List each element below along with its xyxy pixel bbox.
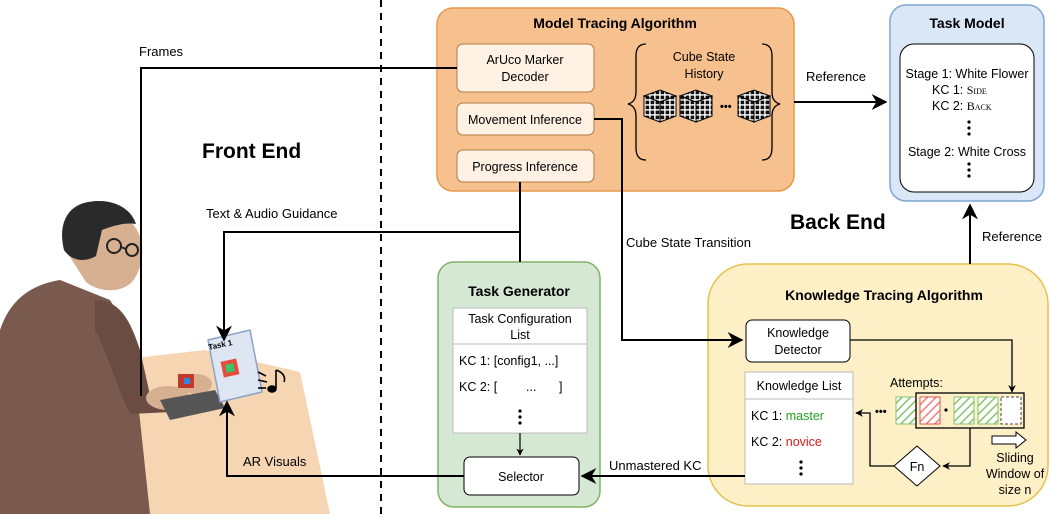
task-generator-title: Task Generator [468, 283, 570, 299]
cube-history-ellipsis: ••• [720, 101, 732, 113]
knowledge-tracing-title: Knowledge Tracing Algorithm [785, 287, 983, 303]
sliding-window-label-1: Sliding [996, 451, 1034, 465]
fn-label: Fn [910, 460, 925, 474]
attempt-correct-3 [977, 396, 999, 425]
ar-visuals-label: AR Visuals [243, 454, 307, 469]
reference-label-top: Reference [806, 69, 866, 84]
frames-label: Frames [139, 44, 184, 59]
ar-tablet [207, 329, 263, 403]
task-config-kc1: KC 1: [config1, ...] [459, 354, 558, 368]
task-model-title: Task Model [929, 15, 1004, 31]
history-brace-right [761, 43, 781, 161]
task-model-kc1: KC 1: Side [932, 83, 987, 97]
cube-state-3 [736, 89, 772, 123]
task-config-kc2-c: ] [559, 380, 562, 394]
progress-inference-box [456, 149, 595, 183]
kc1-status-master: master [786, 409, 824, 423]
knowledge-detector-label-2: Detector [774, 343, 821, 357]
cube-history-label-2: History [685, 67, 725, 81]
sliding-direction-arrow [991, 430, 1027, 450]
selector-label: Selector [498, 470, 544, 484]
sliding-window-label-3: size n [999, 483, 1032, 497]
task-config-kc2-a: KC 2: [ [459, 380, 498, 394]
detector-to-attempts-arrow [850, 339, 1016, 393]
attempt-correct-1 [895, 396, 917, 425]
attempts-leading-dots: ••• [875, 406, 887, 418]
aruco-decoder-label-1: ArUco Marker [486, 53, 563, 67]
model-tracing-title: Model Tracing Algorithm [533, 15, 697, 31]
cube-state-1 [642, 89, 678, 123]
progress-inference-label: Progress Inference [472, 160, 578, 174]
knowledge-detector-label-1: Knowledge [767, 326, 829, 340]
knowledge-detector-box [745, 319, 851, 363]
knowledge-list [744, 371, 854, 485]
task-config-list [452, 307, 588, 434]
attempts-to-fn-arrow [942, 428, 971, 470]
sliding-window-label-2: Window of [986, 467, 1045, 481]
attempt-wrong-1 [919, 396, 941, 425]
text-audio-guidance-label: Text & Audio Guidance [206, 206, 338, 221]
reference-label-right: Reference [982, 229, 1042, 244]
knowledge-list-vdots [799, 460, 803, 476]
cube-history-label-1: Cube State [673, 50, 736, 64]
kc2-status-novice: novice [786, 435, 822, 449]
history-brace-left [627, 43, 647, 161]
task-config-title-1: Task Configuration [468, 312, 572, 326]
movement-inference-label: Movement Inference [468, 113, 582, 127]
attempt-correct-2 [953, 396, 975, 425]
attempts-track: ••• [875, 392, 1025, 429]
task-model-stage2: Stage 2: White Cross [908, 145, 1026, 159]
task-model-vdots-1 [967, 120, 971, 136]
cube-state-transition-label: Cube State Transition [626, 235, 751, 250]
audio-icon [257, 369, 286, 393]
knowledge-list-kc1: KC 1: master [751, 409, 824, 423]
task-model-stage1: Stage 1: White Flower [906, 67, 1029, 81]
aruco-decoder-label-2: Decoder [501, 70, 548, 84]
front-end-label: Front End [202, 140, 301, 163]
task-model-vdots-2 [967, 162, 971, 178]
ar-visuals-arrow [219, 400, 464, 477]
knowledge-list-kc2: KC 2: novice [751, 435, 822, 449]
back-end-label: Back End [790, 211, 886, 234]
aruco-decoder-box [456, 43, 595, 93]
fn-diamond [893, 445, 941, 487]
task-config-kc2-b: ... [526, 380, 536, 394]
cube-state-transition-arrow [594, 118, 744, 348]
unmastered-kc-label: Unmastered KC [609, 458, 701, 473]
task-config-vdots [518, 409, 522, 425]
text-audio-guidance-arrow [216, 182, 521, 342]
fn-to-knowledge-list-arrow [855, 409, 894, 467]
attempts-label: Attempts: [890, 376, 943, 390]
task-model-content [899, 43, 1035, 193]
task-config-title-2: List [510, 328, 530, 342]
attempt-slot-next [1000, 396, 1022, 425]
knowledge-list-title: Knowledge List [757, 379, 842, 393]
task-model-kc2: KC 2: Back [932, 99, 992, 113]
cube-state-2 [678, 89, 714, 123]
frames-connector [140, 67, 457, 396]
